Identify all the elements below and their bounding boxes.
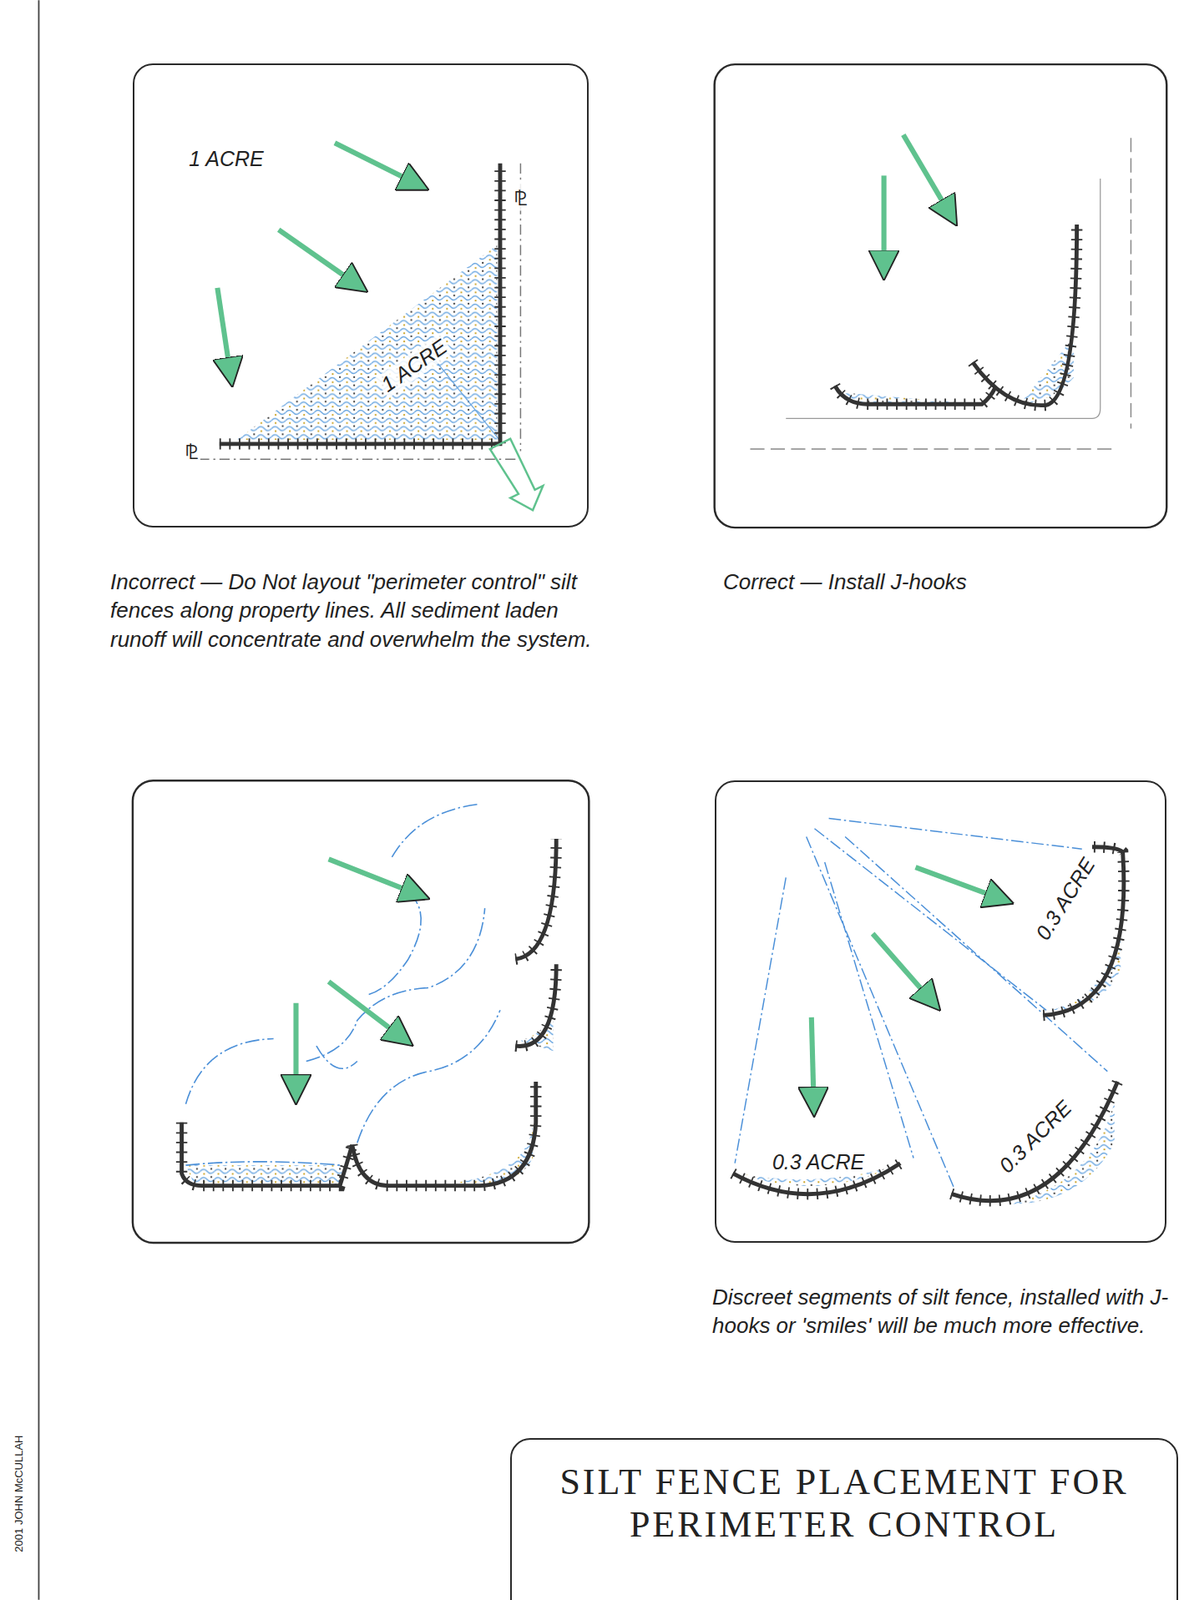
caption: Discreet segments of silt fence, install… [712,1283,1180,1341]
area-label: 0.3 ACRE [769,1150,867,1175]
watermark: 2001 JOHN McCULLAH [10,1436,26,1554]
panel-1-art [198,142,543,511]
title-box: SILT FENCE PLACEMENT FOR PERIMETER CONTR… [510,1438,1179,1600]
property-line-symbol: ⅊ [511,183,530,212]
area-label: 0.3 ACRE [992,1094,1079,1181]
panel-4-art [733,819,1124,1205]
panel-3-art [182,804,557,1186]
area-label: 1 ACRE [186,146,266,172]
smiles-panel: 0.3 ACRE 0.3 ACRE 0.3 ACRE [714,780,1167,1244]
area-label: 0.3 ACRE [1029,851,1102,947]
title-text: SILT FENCE PLACEMENT FOR PERIMETER CONTR… [511,1440,1177,1547]
incorrect-panel: 1 ACRE 1 ACRE ⅊ ⅊ [132,63,589,528]
property-line-symbol: ⅊ [182,437,201,466]
panel-2-art [749,134,1131,450]
area-label: 1 ACRE [374,333,455,399]
caption: Incorrect — Do Not layout "perimeter con… [110,567,603,654]
caption: Correct — Install J-hooks [723,567,1158,597]
panel-outlines [132,64,1167,1244]
